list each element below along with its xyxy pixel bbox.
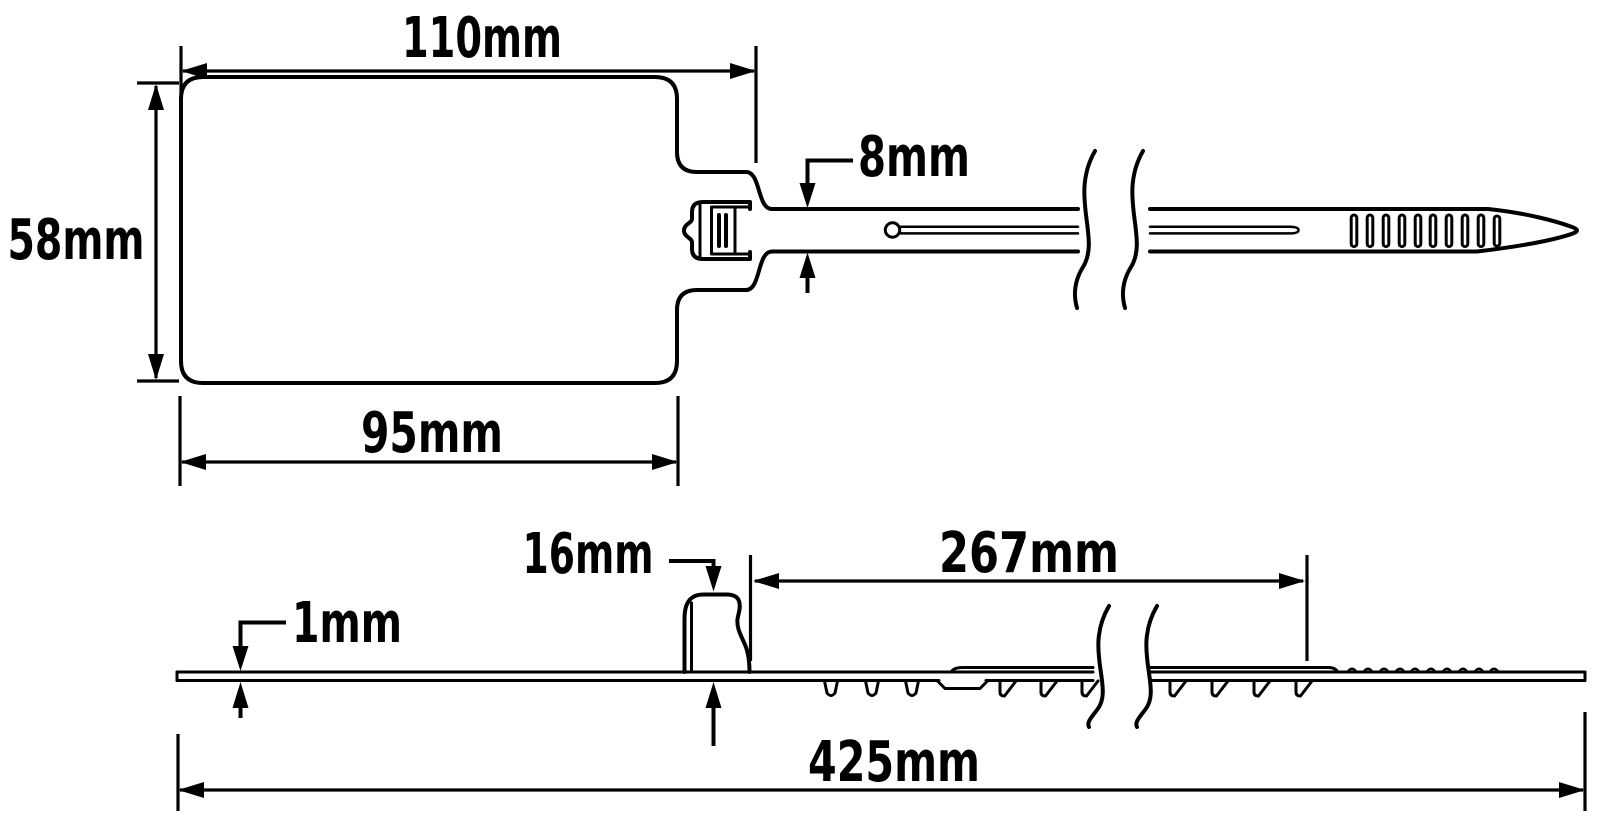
break-curve bbox=[1073, 149, 1097, 310]
arrowhead-right bbox=[652, 454, 678, 470]
tooth-hook bbox=[1252, 679, 1272, 698]
arrowhead-left bbox=[180, 454, 206, 470]
arrowhead-left bbox=[181, 63, 207, 79]
bump bbox=[1488, 667, 1500, 674]
dim-label-head-height: 16mm bbox=[523, 522, 654, 587]
bump bbox=[1441, 667, 1453, 674]
dim-strap-width: 8mm bbox=[799, 125, 970, 293]
serration-teeth bbox=[823, 679, 1314, 698]
gripper-ridges-top bbox=[1349, 213, 1502, 248]
band-right bbox=[1148, 666, 1339, 674]
arrowhead-up bbox=[232, 682, 249, 708]
tooth-hook bbox=[1168, 679, 1188, 698]
tooth-hook bbox=[1039, 679, 1059, 698]
ridge bbox=[1444, 213, 1454, 248]
tooth-v bbox=[904, 679, 920, 697]
dim-label-strap-length: 267mm bbox=[939, 521, 1119, 586]
strip bbox=[175, 670, 1587, 690]
ridge bbox=[1428, 213, 1438, 248]
break-curve bbox=[1086, 604, 1111, 729]
tooth-v bbox=[823, 679, 839, 697]
arrowhead-up bbox=[148, 84, 164, 110]
dim-tag-width: 110mm bbox=[179, 6, 758, 163]
top-view bbox=[179, 75, 1579, 385]
arrowhead-right bbox=[730, 63, 756, 79]
tooth-hook bbox=[1294, 679, 1314, 698]
tooth-hook bbox=[1210, 679, 1230, 698]
bump bbox=[1409, 667, 1421, 674]
arrowhead-down bbox=[799, 183, 816, 208]
side-view bbox=[175, 592, 1587, 729]
arrowhead-down bbox=[148, 354, 164, 380]
bump bbox=[1473, 667, 1485, 674]
dim-printable-width: 95mm bbox=[178, 396, 680, 486]
strap-tip-outline bbox=[1148, 207, 1579, 254]
ridge bbox=[1381, 213, 1391, 248]
break-symbol-top bbox=[1073, 149, 1145, 310]
arrowhead-right bbox=[1279, 573, 1305, 589]
bump bbox=[1457, 667, 1469, 674]
locking-head-side bbox=[682, 592, 752, 674]
dim-head-height: 16mm bbox=[523, 522, 722, 746]
dim-label-printable-width: 95mm bbox=[361, 401, 503, 466]
ridge-bumps-side bbox=[1346, 667, 1500, 674]
head-profile bbox=[682, 592, 752, 674]
dim-overall-length: 425mm bbox=[176, 712, 1587, 811]
strap-slot bbox=[883, 221, 1300, 239]
dim-label-strap-width: 8mm bbox=[858, 125, 970, 190]
arrowhead-up bbox=[705, 682, 722, 708]
arrowhead-down bbox=[232, 646, 249, 671]
leader-line bbox=[238, 620, 286, 648]
ridge bbox=[1397, 213, 1407, 248]
bump bbox=[1425, 667, 1437, 674]
locking-head-top bbox=[682, 200, 752, 261]
slot-start-hole bbox=[883, 221, 902, 239]
bump bbox=[1394, 667, 1406, 674]
arrowhead-right bbox=[1559, 782, 1585, 798]
break-curve bbox=[1121, 149, 1145, 310]
slot-line-right bbox=[1148, 225, 1300, 235]
band-left bbox=[949, 666, 1095, 674]
ridge bbox=[1492, 214, 1502, 248]
bump bbox=[1362, 667, 1374, 674]
ridge bbox=[1476, 213, 1486, 248]
arrowhead-left bbox=[753, 573, 779, 589]
strip-dip bbox=[935, 679, 990, 690]
head-body bbox=[682, 200, 752, 261]
overlap-band bbox=[949, 666, 1339, 674]
leader-line bbox=[805, 158, 853, 185]
dim-strap-length: 267mm bbox=[748, 521, 1309, 661]
ridge bbox=[1460, 213, 1470, 248]
tooth-v bbox=[864, 679, 880, 697]
arrowhead-left bbox=[178, 782, 204, 798]
tooth-hook bbox=[1080, 679, 1100, 698]
ridge bbox=[1365, 213, 1375, 248]
bump bbox=[1378, 667, 1390, 674]
dim-label-thickness: 1mm bbox=[292, 591, 402, 656]
pawl-window bbox=[710, 205, 737, 256]
dim-thickness: 1mm bbox=[232, 591, 402, 718]
dim-label-tag-height: 58mm bbox=[8, 208, 145, 273]
arrowhead-up bbox=[799, 252, 816, 278]
tooth-hook bbox=[998, 679, 1018, 698]
dim-label-overall-length: 425mm bbox=[808, 730, 980, 795]
break-curve bbox=[1134, 604, 1159, 729]
arrowhead-down bbox=[705, 566, 722, 592]
tag-plate-outline bbox=[179, 75, 1080, 385]
dim-label-tag-width: 110mm bbox=[402, 6, 562, 71]
break-symbol-side bbox=[1086, 604, 1159, 729]
ridge bbox=[1349, 213, 1359, 248]
bump bbox=[1346, 667, 1358, 674]
ridge bbox=[1413, 213, 1423, 248]
dim-tag-height: 58mm bbox=[8, 81, 179, 383]
